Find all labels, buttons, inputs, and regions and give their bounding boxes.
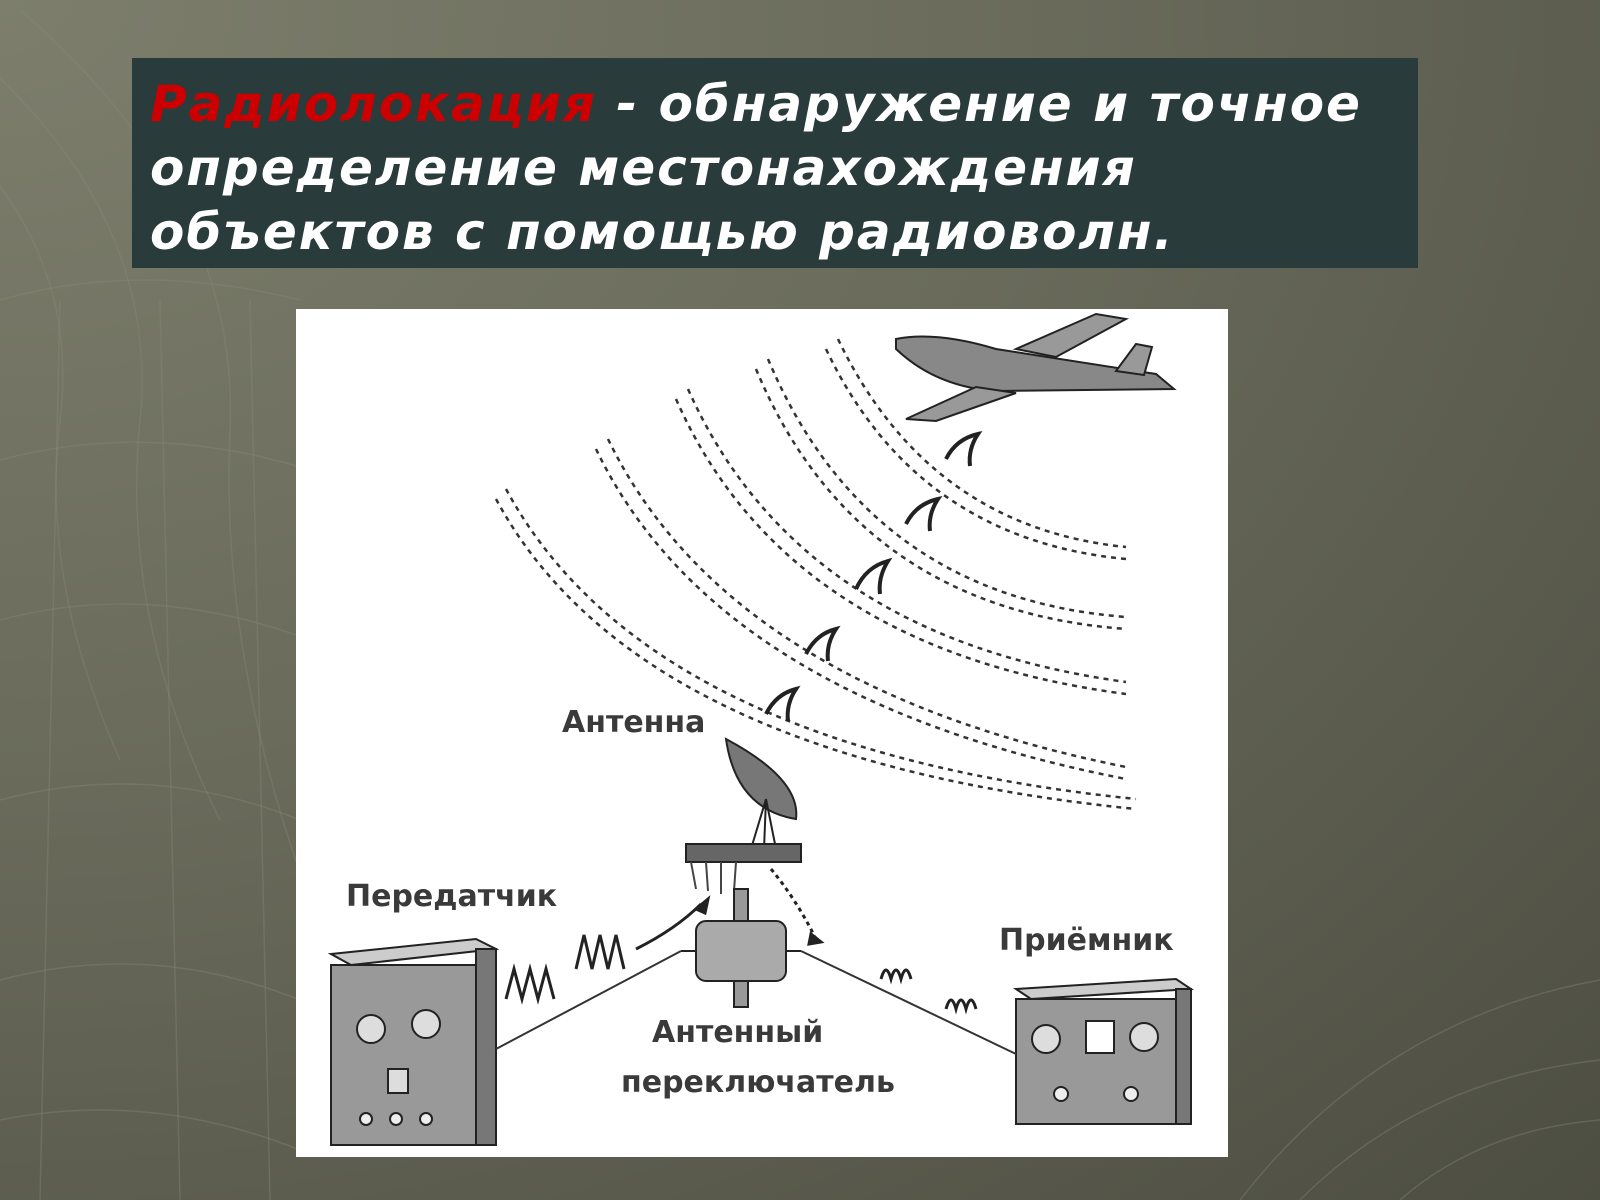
airplane-icon <box>895 312 1177 423</box>
label-receiver: Приёмник <box>999 923 1174 958</box>
antenna-switch-icon <box>681 888 801 1008</box>
slide-title: Радиолокация - обнаружение и точное опре… <box>150 72 1398 264</box>
cables <box>495 950 1017 1055</box>
radar-illustration <box>327 312 1195 1146</box>
title-term: Радиолокация <box>150 75 597 133</box>
label-antenna: Антенна <box>562 705 706 740</box>
label-transmitter: Передатчик <box>346 879 558 914</box>
label-switch-line1: Антенный <box>652 1015 824 1050</box>
receiver-icon <box>1012 977 1195 1125</box>
transmitter-icon <box>327 937 500 1146</box>
pulse-marks <box>764 430 983 722</box>
title-definition: - обнаружение и точное определение место… <box>150 75 1362 261</box>
label-switch-line2: переключатель <box>621 1065 895 1100</box>
radio-waves <box>494 338 1137 811</box>
receive-signal <box>769 868 978 1015</box>
transmit-signal <box>504 895 711 1005</box>
antenna-dish-icon <box>685 737 802 894</box>
title-box: Радиолокация - обнаружение и точное опре… <box>132 58 1418 268</box>
radar-diagram: Антенна Передатчик Приёмник Антенный пер… <box>296 309 1228 1157</box>
